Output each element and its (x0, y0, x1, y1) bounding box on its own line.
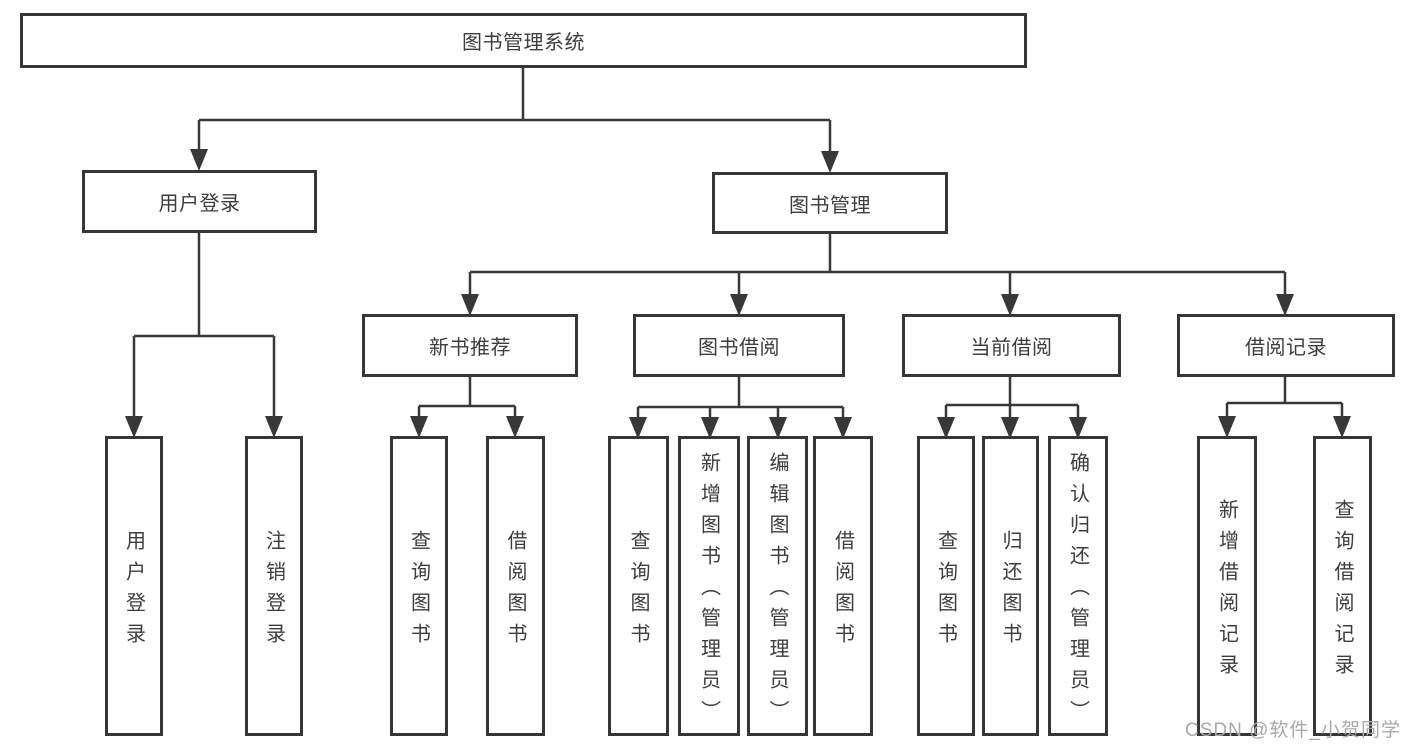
arrowheads (125, 149, 1351, 439)
leaf-borrowing-query-books-label: 查询图书 (627, 529, 649, 654)
leaf-borrowing-query-books: 查询图书 (608, 436, 669, 736)
leaf-recommend-query-books-label: 查询图书 (407, 529, 430, 654)
leaf-edit-books-admin-label: 编辑图书（管理员） (766, 452, 788, 731)
leaf-borrow-books-label: 借阅图书 (831, 529, 854, 654)
csdn-watermark: CSDN @软件_小贺同学 (1185, 720, 1401, 741)
leaf-return-books: 归还图书 (982, 436, 1039, 736)
leaf-recommend-borrow-books: 借阅图书 (486, 436, 545, 736)
node-book-management: 图书管理 (712, 172, 948, 234)
leaf-confirm-return-admin-label: 确认归还（管理员） (1066, 452, 1089, 731)
leaf-query-borrow-record: 查询借阅记录 (1313, 436, 1372, 736)
node-library-management-system-label: 图书管理系统 (462, 32, 585, 54)
leaf-query-borrow-record-label: 查询借阅记录 (1331, 498, 1353, 685)
node-new-book-recommend: 新书推荐 (362, 314, 578, 377)
leaf-recommend-query-books: 查询图书 (390, 436, 448, 736)
node-current-borrowing: 当前借阅 (902, 314, 1121, 377)
leaf-borrow-books: 借阅图书 (813, 436, 873, 736)
node-book-borrowing: 图书借阅 (633, 314, 845, 377)
node-borrowing-records: 借阅记录 (1177, 314, 1395, 377)
node-book-borrowing-label: 图书借阅 (698, 337, 780, 359)
leaf-confirm-return-admin: 确认归还（管理员） (1048, 436, 1108, 736)
leaf-add-borrow-record: 新增借阅记录 (1197, 436, 1257, 736)
leaf-add-books-admin-label: 新增图书（管理员） (697, 452, 720, 731)
leaf-edit-books-admin: 编辑图书（管理员） (747, 436, 808, 736)
leaf-logout-login: 注销登录 (245, 436, 303, 736)
leaf-current-query-books: 查询图书 (917, 436, 975, 736)
node-user-login: 用户登录 (82, 170, 317, 233)
leaf-current-query-books-label: 查询图书 (934, 529, 957, 654)
node-library-management-system: 图书管理系统 (20, 13, 1027, 68)
leaf-add-books-admin: 新增图书（管理员） (678, 436, 740, 736)
node-book-management-label: 图书管理 (789, 194, 871, 217)
node-user-login-label: 用户登录 (158, 193, 241, 215)
leaf-logout-login-label: 注销登录 (262, 529, 285, 654)
leaf-user-login-label: 用户登录 (122, 529, 145, 654)
leaf-add-borrow-record-label: 新增借阅记录 (1215, 498, 1238, 685)
leaf-user-login: 用户登录 (105, 436, 163, 736)
node-borrowing-records-label: 借阅记录 (1245, 337, 1327, 359)
leaf-recommend-borrow-books-label: 借阅图书 (504, 529, 526, 654)
node-new-book-recommend-label: 新书推荐 (429, 337, 511, 359)
node-current-borrowing-label: 当前借阅 (970, 337, 1053, 359)
leaf-return-books-label: 归还图书 (999, 529, 1021, 654)
